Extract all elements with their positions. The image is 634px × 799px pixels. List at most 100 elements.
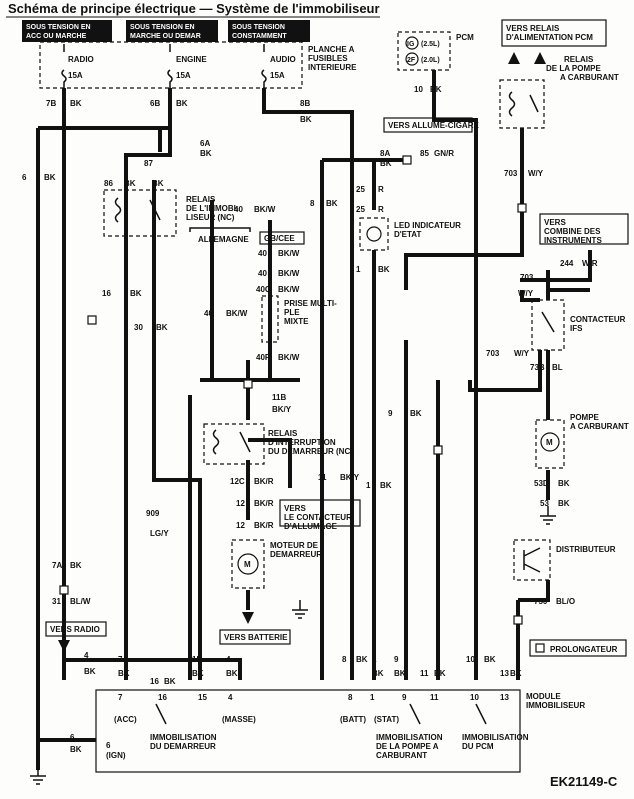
relay-coil-icon: [212, 429, 220, 455]
svg-text:PRISE MULTI-: PRISE MULTI-: [284, 299, 337, 308]
fuse-audio-symbol: [261, 44, 267, 88]
gbcee-label: GB/CEE: [264, 234, 295, 243]
svg-text:PLANCHE A: PLANCHE A: [308, 45, 355, 54]
wire-label-w53: 53: [540, 499, 549, 508]
contacteur-ifs-box: [531, 299, 565, 351]
svg-text:CARBURANT: CARBURANT: [376, 751, 427, 760]
wire-label-bkw5: BK/W: [226, 309, 248, 318]
svg-text:PLE: PLE: [284, 308, 300, 317]
module-stat-label: (STAT): [374, 715, 399, 724]
connector-square: [87, 315, 97, 325]
wire-label-p8: 8: [348, 693, 353, 702]
supply-header-const: SOUS TENSION CONSTAMMENT: [228, 20, 310, 42]
wire-label-w4: 4: [84, 651, 89, 660]
wire-label-w703c: 703: [486, 349, 500, 358]
wire-label-w1b: 1: [366, 481, 371, 490]
fuse-radio-amp: 15A: [68, 71, 83, 80]
switch-icon: [155, 703, 167, 725]
vers-relais-alim-box: [501, 19, 607, 47]
svg-text:SOUS TENSION: SOUS TENSION: [232, 24, 285, 31]
wire-label-bk11: BK: [378, 265, 390, 274]
svg-text:MODULE: MODULE: [526, 692, 561, 701]
pompe-label: POMPE A CARBURANT: [570, 413, 629, 431]
svg-text:MIXTE: MIXTE: [284, 317, 309, 326]
svg-text:DE L'IMMOBI-: DE L'IMMOBI-: [186, 204, 239, 213]
prise-label: PRISE MULTI- PLE MIXTE: [284, 299, 337, 326]
wire-label-w86: 86: [104, 179, 113, 188]
distributeur-label: DISTRIBUTEUR: [556, 545, 616, 554]
wire-label-w9b: 9: [394, 655, 399, 664]
fuse-audio-name: AUDIO: [270, 55, 296, 64]
allemagne-label: ALLEMAGNE: [198, 235, 249, 244]
wire-label-p11: 11: [430, 693, 439, 702]
module-ign-label: (IGN): [106, 751, 126, 760]
relais-interruption-box: [203, 423, 265, 465]
diagram-title: Schéma de principe électrique — Système …: [8, 1, 380, 16]
vers-radio-box: [45, 621, 107, 637]
wire-label-bk25: BK: [372, 669, 384, 678]
svg-text:RELAIS: RELAIS: [268, 429, 298, 438]
svg-text:CONSTAMMENT: CONSTAMMENT: [232, 33, 287, 40]
wire-label-bk2: BK: [176, 99, 188, 108]
wire-label-w6a: 6A: [200, 139, 210, 148]
vers-radio-label: VERS RADIO: [50, 625, 100, 634]
svg-text:IMMOBILISATION: IMMOBILISATION: [150, 733, 217, 742]
wire-label-bk12: BK: [130, 289, 142, 298]
wire-label-w13: 13: [500, 669, 509, 678]
relay-coil-icon: [508, 91, 516, 117]
svg-text:DE LA POMPE A: DE LA POMPE A: [376, 742, 439, 751]
moteur-label: MOTEUR DE DEMARREUR: [270, 541, 322, 559]
vers-contacteur-allumage-label: VERS LE CONTACTEUR D'ALLUMAGE: [284, 504, 352, 531]
pcm-option-20l: (2.0L): [421, 57, 440, 64]
svg-text:D'ALLUMAGE: D'ALLUMAGE: [284, 522, 338, 531]
wire-label-w6b: 6B: [150, 99, 160, 108]
wire-label-w10b: 10: [466, 655, 475, 664]
wire-label-w8b2: 8: [342, 655, 347, 664]
gbcee-box: [259, 231, 305, 245]
wire-label-w703b: 703: [520, 273, 534, 282]
fuse-engine-name: ENGINE: [176, 55, 207, 64]
relais-pompe-box: [499, 79, 545, 129]
wire-label-p6: 6: [106, 741, 111, 750]
switch-icon: [475, 703, 487, 725]
wire-label-bk23: BK: [226, 669, 238, 678]
vers-combine-label: VERS COMBINE DES INSTRUMENTS: [544, 218, 602, 245]
wire-label-w8b: 8B: [300, 99, 310, 108]
svg-text:SOUS TENSION EN: SOUS TENSION EN: [26, 24, 91, 31]
wire-label-r1: R: [378, 185, 384, 194]
wire-label-w4b: 4: [226, 655, 231, 664]
wire-label-bk8: BK: [430, 85, 442, 94]
wire-label-bk3: BK: [300, 115, 312, 124]
wire-label-bk20: BK: [192, 669, 204, 678]
wire-label-w40c: 40: [258, 269, 267, 278]
wire-label-w7a: 7A: [52, 561, 62, 570]
pcm-ig-icon-text: IG: [407, 41, 415, 48]
wire-label-bkw2: BK/W: [278, 249, 300, 258]
wire-label-w1c: 1: [372, 655, 377, 664]
switch-icon: [409, 703, 421, 725]
svg-text:POMPE: POMPE: [570, 413, 600, 422]
contacteur-ifs-label: CONTACTEUR IFS: [570, 315, 626, 333]
wire-label-bkw6: BK/W: [278, 353, 300, 362]
led-label: LED INDICATEUR D'ETAT: [394, 221, 461, 239]
wire-label-bk6: BK: [124, 179, 136, 188]
wire-label-bk26: BK: [394, 669, 406, 678]
svg-text:D'ETAT: D'ETAT: [394, 230, 421, 239]
wire-label-p7: 7: [118, 693, 123, 702]
wire-label-w53d: 53D: [534, 479, 549, 488]
svg-text:VERS RELAIS: VERS RELAIS: [506, 24, 560, 33]
immob-pcm-label: IMMOBILISATION DU PCM: [462, 733, 529, 751]
wire-label-w703a: 703: [504, 169, 518, 178]
bracket-allemagne: [189, 227, 251, 232]
relais-immob-label: RELAIS DE L'IMMOBI- LISEUR (NC): [186, 195, 239, 222]
wire-label-bkw4: BK/W: [278, 285, 300, 294]
connector-square: [513, 615, 523, 625]
svg-text:SOUS TENSION EN: SOUS TENSION EN: [130, 24, 195, 31]
wire-label-bk16: BK: [558, 479, 570, 488]
wire-label-bk1: BK: [70, 99, 82, 108]
pcm-ig-icon: [405, 36, 419, 50]
wire-label-w7: 7: [118, 655, 123, 664]
supply-header-marche: SOUS TENSION EN MARCHE OU DEMAR: [126, 20, 218, 42]
wire-label-bk17: BK: [558, 499, 570, 508]
